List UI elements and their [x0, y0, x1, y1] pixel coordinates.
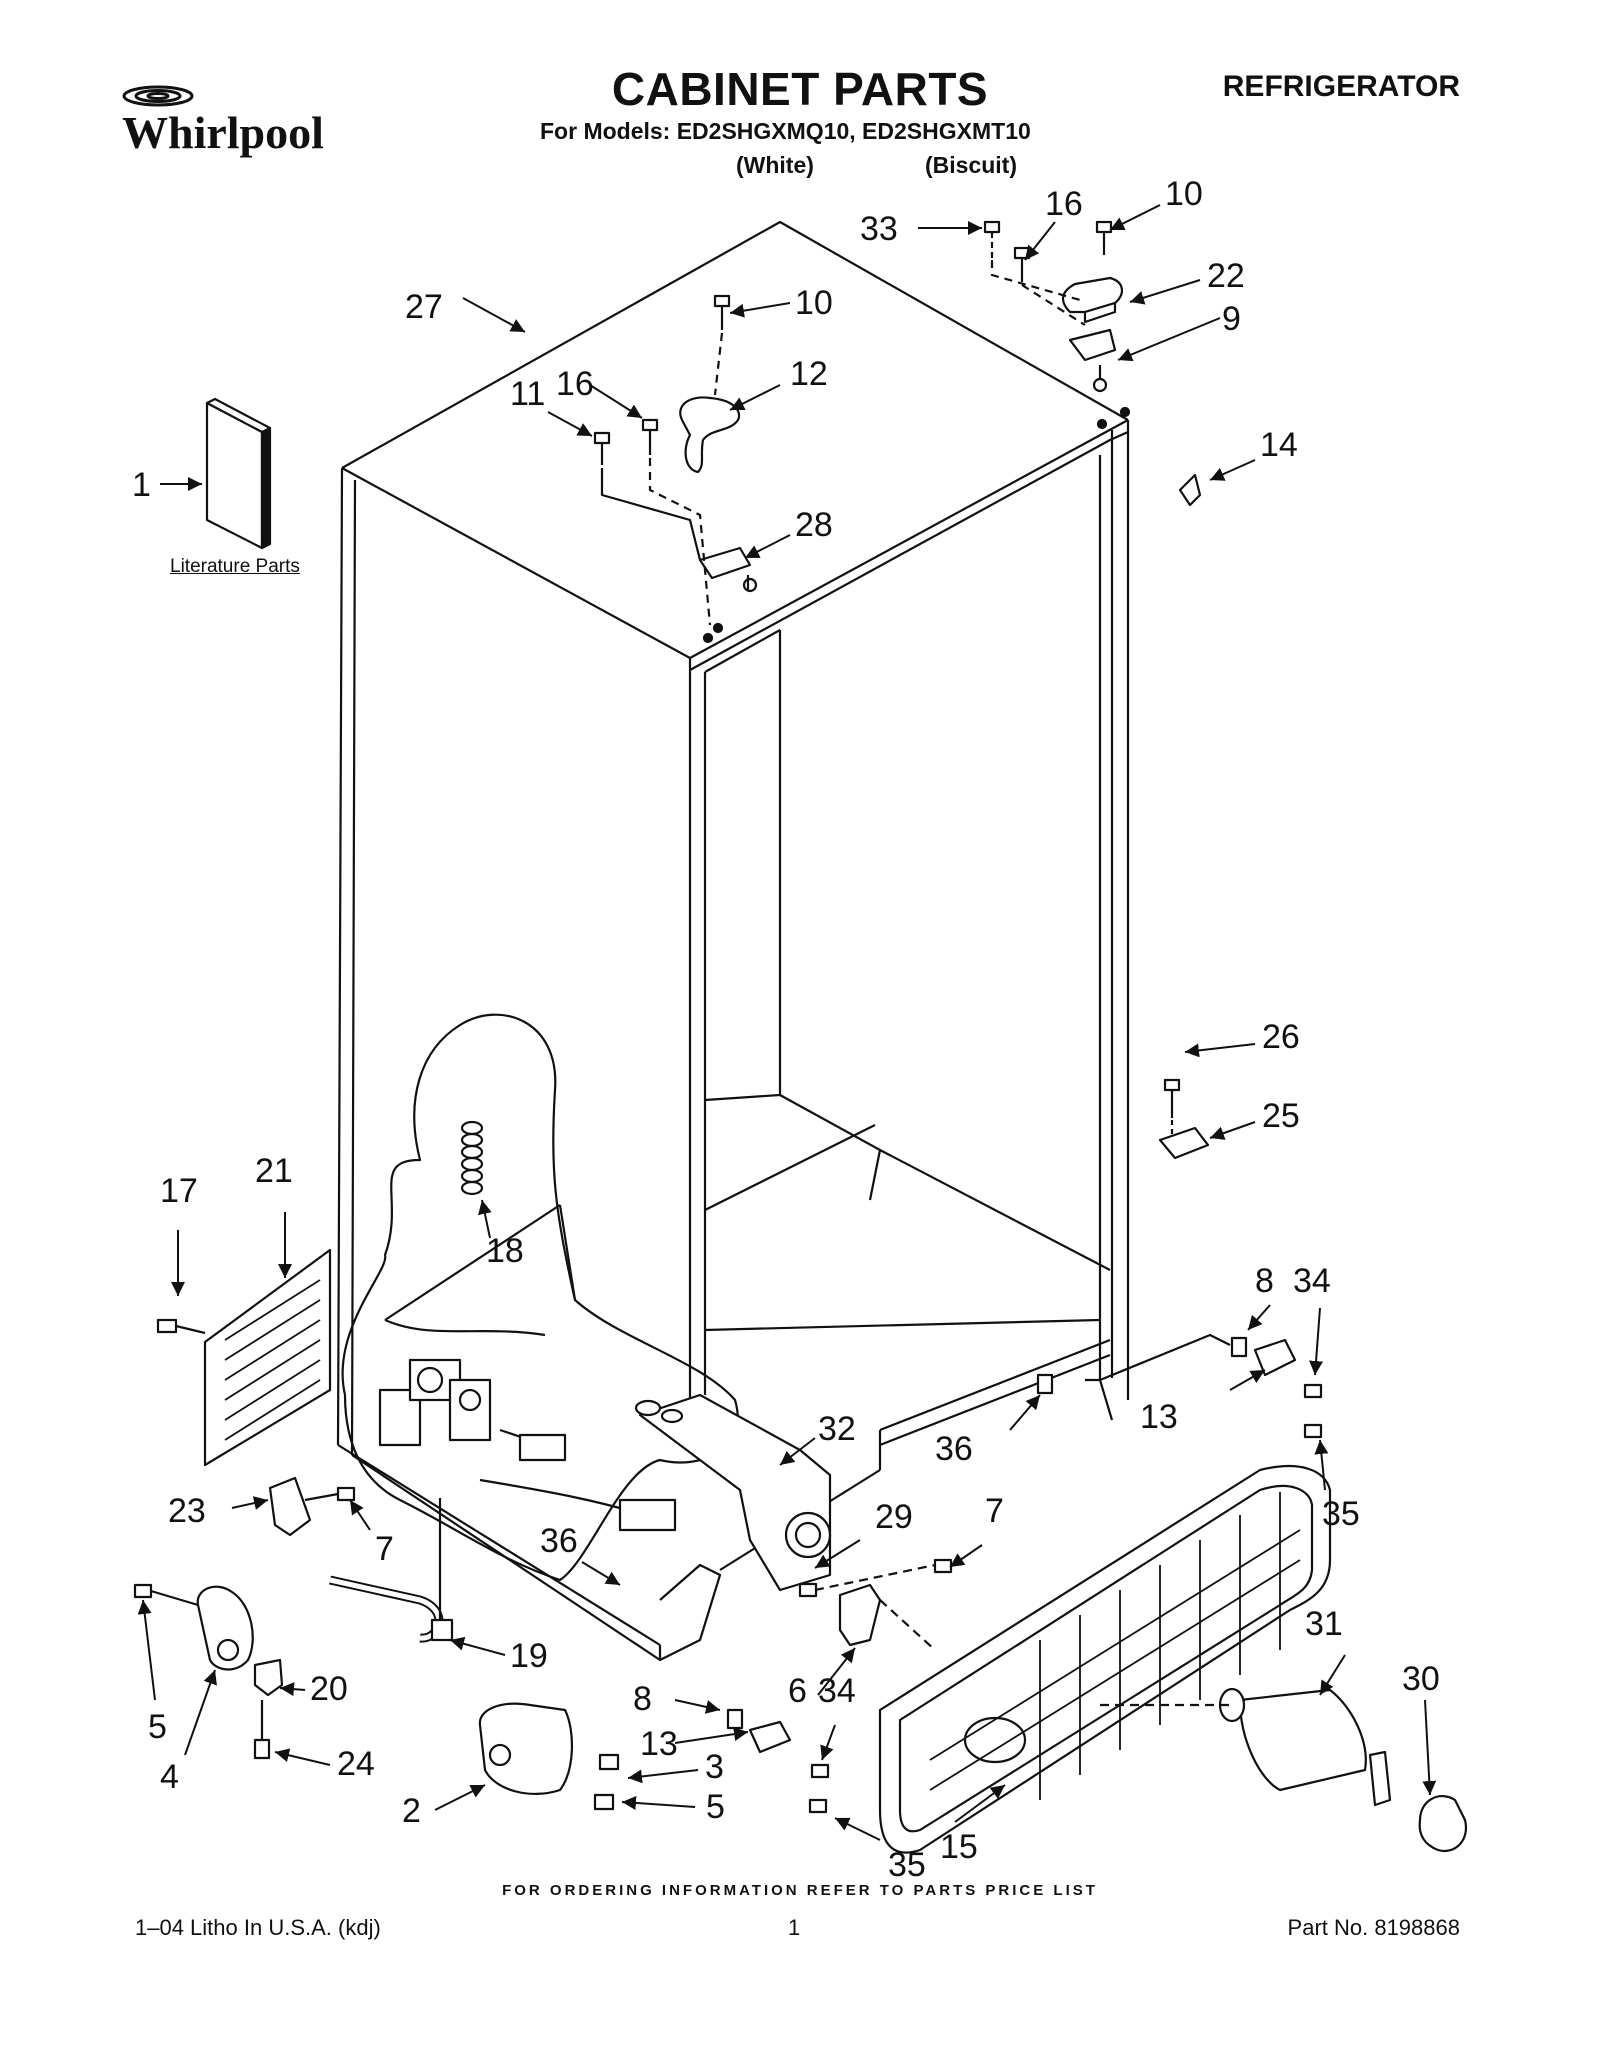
callout: 34 [1293, 1262, 1331, 1300]
clip-part-14 [1178, 473, 1202, 507]
drain-tube [329, 1575, 444, 1643]
callout: 22 [1207, 257, 1245, 295]
upper-hinge-left [593, 294, 758, 644]
part-number: Part No. 8198868 [1287, 1915, 1460, 1940]
callout: 24 [337, 1745, 375, 1783]
callout: 3 [705, 1748, 724, 1786]
callout: 14 [1260, 426, 1298, 464]
cabinet-cutaway [341, 1013, 739, 1582]
callout: 32 [818, 1410, 856, 1448]
center-brackets [726, 1558, 953, 1814]
callout: 19 [510, 1637, 548, 1675]
callout: 17 [160, 1172, 198, 1210]
callout: 13 [1140, 1398, 1178, 1436]
callout: 9 [1222, 300, 1241, 338]
water-tube [479, 1478, 677, 1532]
filter-housing [634, 1393, 832, 1592]
callout: 35 [888, 1846, 926, 1884]
callout: 7 [375, 1530, 394, 1568]
callout: 33 [860, 210, 898, 248]
callout: 5 [148, 1708, 167, 1746]
literature-booklet [205, 397, 272, 550]
callout: 15 [940, 1828, 978, 1866]
callout: 10 [1165, 175, 1203, 213]
callout: 12 [790, 355, 828, 393]
callout: 28 [795, 506, 833, 544]
callout: 30 [1402, 1660, 1440, 1698]
callout: 26 [1262, 1018, 1300, 1056]
hinge-bracket-23 [268, 1476, 356, 1537]
right-brackets [1036, 1336, 1323, 1439]
callout: 16 [556, 365, 594, 403]
callout: 8 [633, 1680, 652, 1718]
models-line: For Models: ED2SHGXMQ10, ED2SHGXMT10 [540, 118, 1031, 144]
callout: 1 [132, 466, 151, 504]
callout: 25 [1262, 1097, 1300, 1135]
lower-hinge-bracket [1158, 1078, 1210, 1160]
page-number: 1 [788, 1915, 801, 1940]
callout: 11 [510, 375, 545, 413]
callout: 8 [1255, 1262, 1274, 1300]
callout: 29 [875, 1498, 913, 1536]
callout: 6 [788, 1672, 807, 1710]
brand-wordmark: Whirlpool [122, 107, 324, 158]
coil-part-18 [460, 1120, 484, 1196]
litho-note: 1–04 Litho In U.S.A. (kdj) [135, 1915, 381, 1940]
page-title: CABINET PARTS [611, 63, 989, 115]
cabinet-shell [336, 220, 1231, 1662]
callout: 36 [540, 1522, 578, 1560]
callout: 23 [168, 1492, 206, 1530]
water-valve [378, 1358, 567, 1462]
screws-top-right [983, 220, 1113, 282]
callout: 34 [818, 1672, 856, 1710]
variant-white: (White) [736, 152, 814, 178]
variant-biscuit: (Biscuit) [925, 152, 1017, 178]
callout: 35 [1322, 1495, 1360, 1533]
callout: 31 [1305, 1605, 1343, 1643]
callout: 20 [310, 1670, 348, 1708]
callout: 18 [486, 1232, 524, 1270]
callout: 5 [706, 1788, 725, 1826]
filter-cap [1418, 1794, 1468, 1853]
callout: 16 [1045, 185, 1083, 223]
callout: 13 [640, 1725, 678, 1763]
lower-hinge-center [478, 1702, 620, 1811]
callout: 21 [255, 1152, 293, 1190]
callout: 7 [985, 1492, 1004, 1530]
whirlpool-logo: Whirlpool [120, 80, 370, 170]
callout: 27 [405, 288, 443, 326]
ordering-note: FOR ORDERING INFORMATION REFER TO PARTS … [502, 1882, 1098, 1899]
callout: 36 [935, 1430, 973, 1468]
lower-hinge-left [133, 1583, 284, 1760]
category-label: REFRIGERATOR [1222, 70, 1460, 103]
upper-hinge-right [1062, 276, 1131, 430]
callout: 10 [795, 284, 833, 322]
callout: 2 [402, 1792, 421, 1830]
left-grille [156, 1248, 332, 1467]
water-filter-cartridge [1218, 1687, 1392, 1807]
callout: 4 [160, 1758, 179, 1796]
literature-parts-label: Literature Parts [170, 556, 300, 577]
base-grille [878, 1465, 1332, 1854]
